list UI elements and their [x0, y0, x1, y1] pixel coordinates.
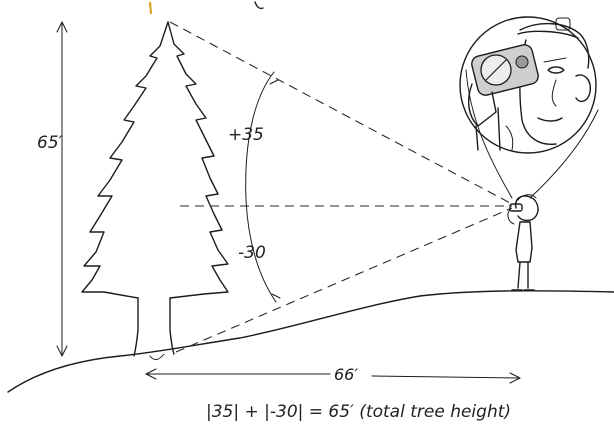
arc-tick-top [269, 79, 279, 85]
tree [81, 21, 229, 357]
callout-line-right [529, 109, 599, 199]
trunk-right [169, 297, 175, 355]
height-label: 65′ [37, 133, 63, 153]
formula-text: |35| + |-30| = 65′ (total tree height) [206, 402, 511, 422]
trunk-base-root [149, 353, 165, 360]
clinometer-closeup [471, 44, 539, 96]
tree-right-edge [167, 21, 229, 299]
top-edge-scribble [254, 1, 264, 10]
tree-left-edge [81, 21, 169, 299]
ear [575, 74, 591, 103]
angle-down-label: -30 [238, 243, 266, 263]
clinometer-icon [509, 203, 523, 212]
trunk-left [133, 297, 139, 357]
observer-closeup [459, 16, 597, 154]
sight-line-top [169, 21, 513, 205]
angle-up-label: +35 [228, 125, 264, 145]
distance-arrow [145, 368, 521, 384]
angle-arc [245, 71, 277, 303]
magnifier-circle [459, 16, 597, 154]
headlamp-icon [555, 17, 571, 31]
callout-line-left [465, 69, 513, 199]
accent-mark [149, 1, 152, 15]
arc-tick-bottom [271, 293, 281, 299]
height-arrow [56, 21, 68, 357]
observer-figure [507, 194, 539, 291]
distance-label: 66′ [334, 365, 358, 384]
sight-line-base [175, 207, 513, 353]
ground-line [7, 290, 614, 393]
